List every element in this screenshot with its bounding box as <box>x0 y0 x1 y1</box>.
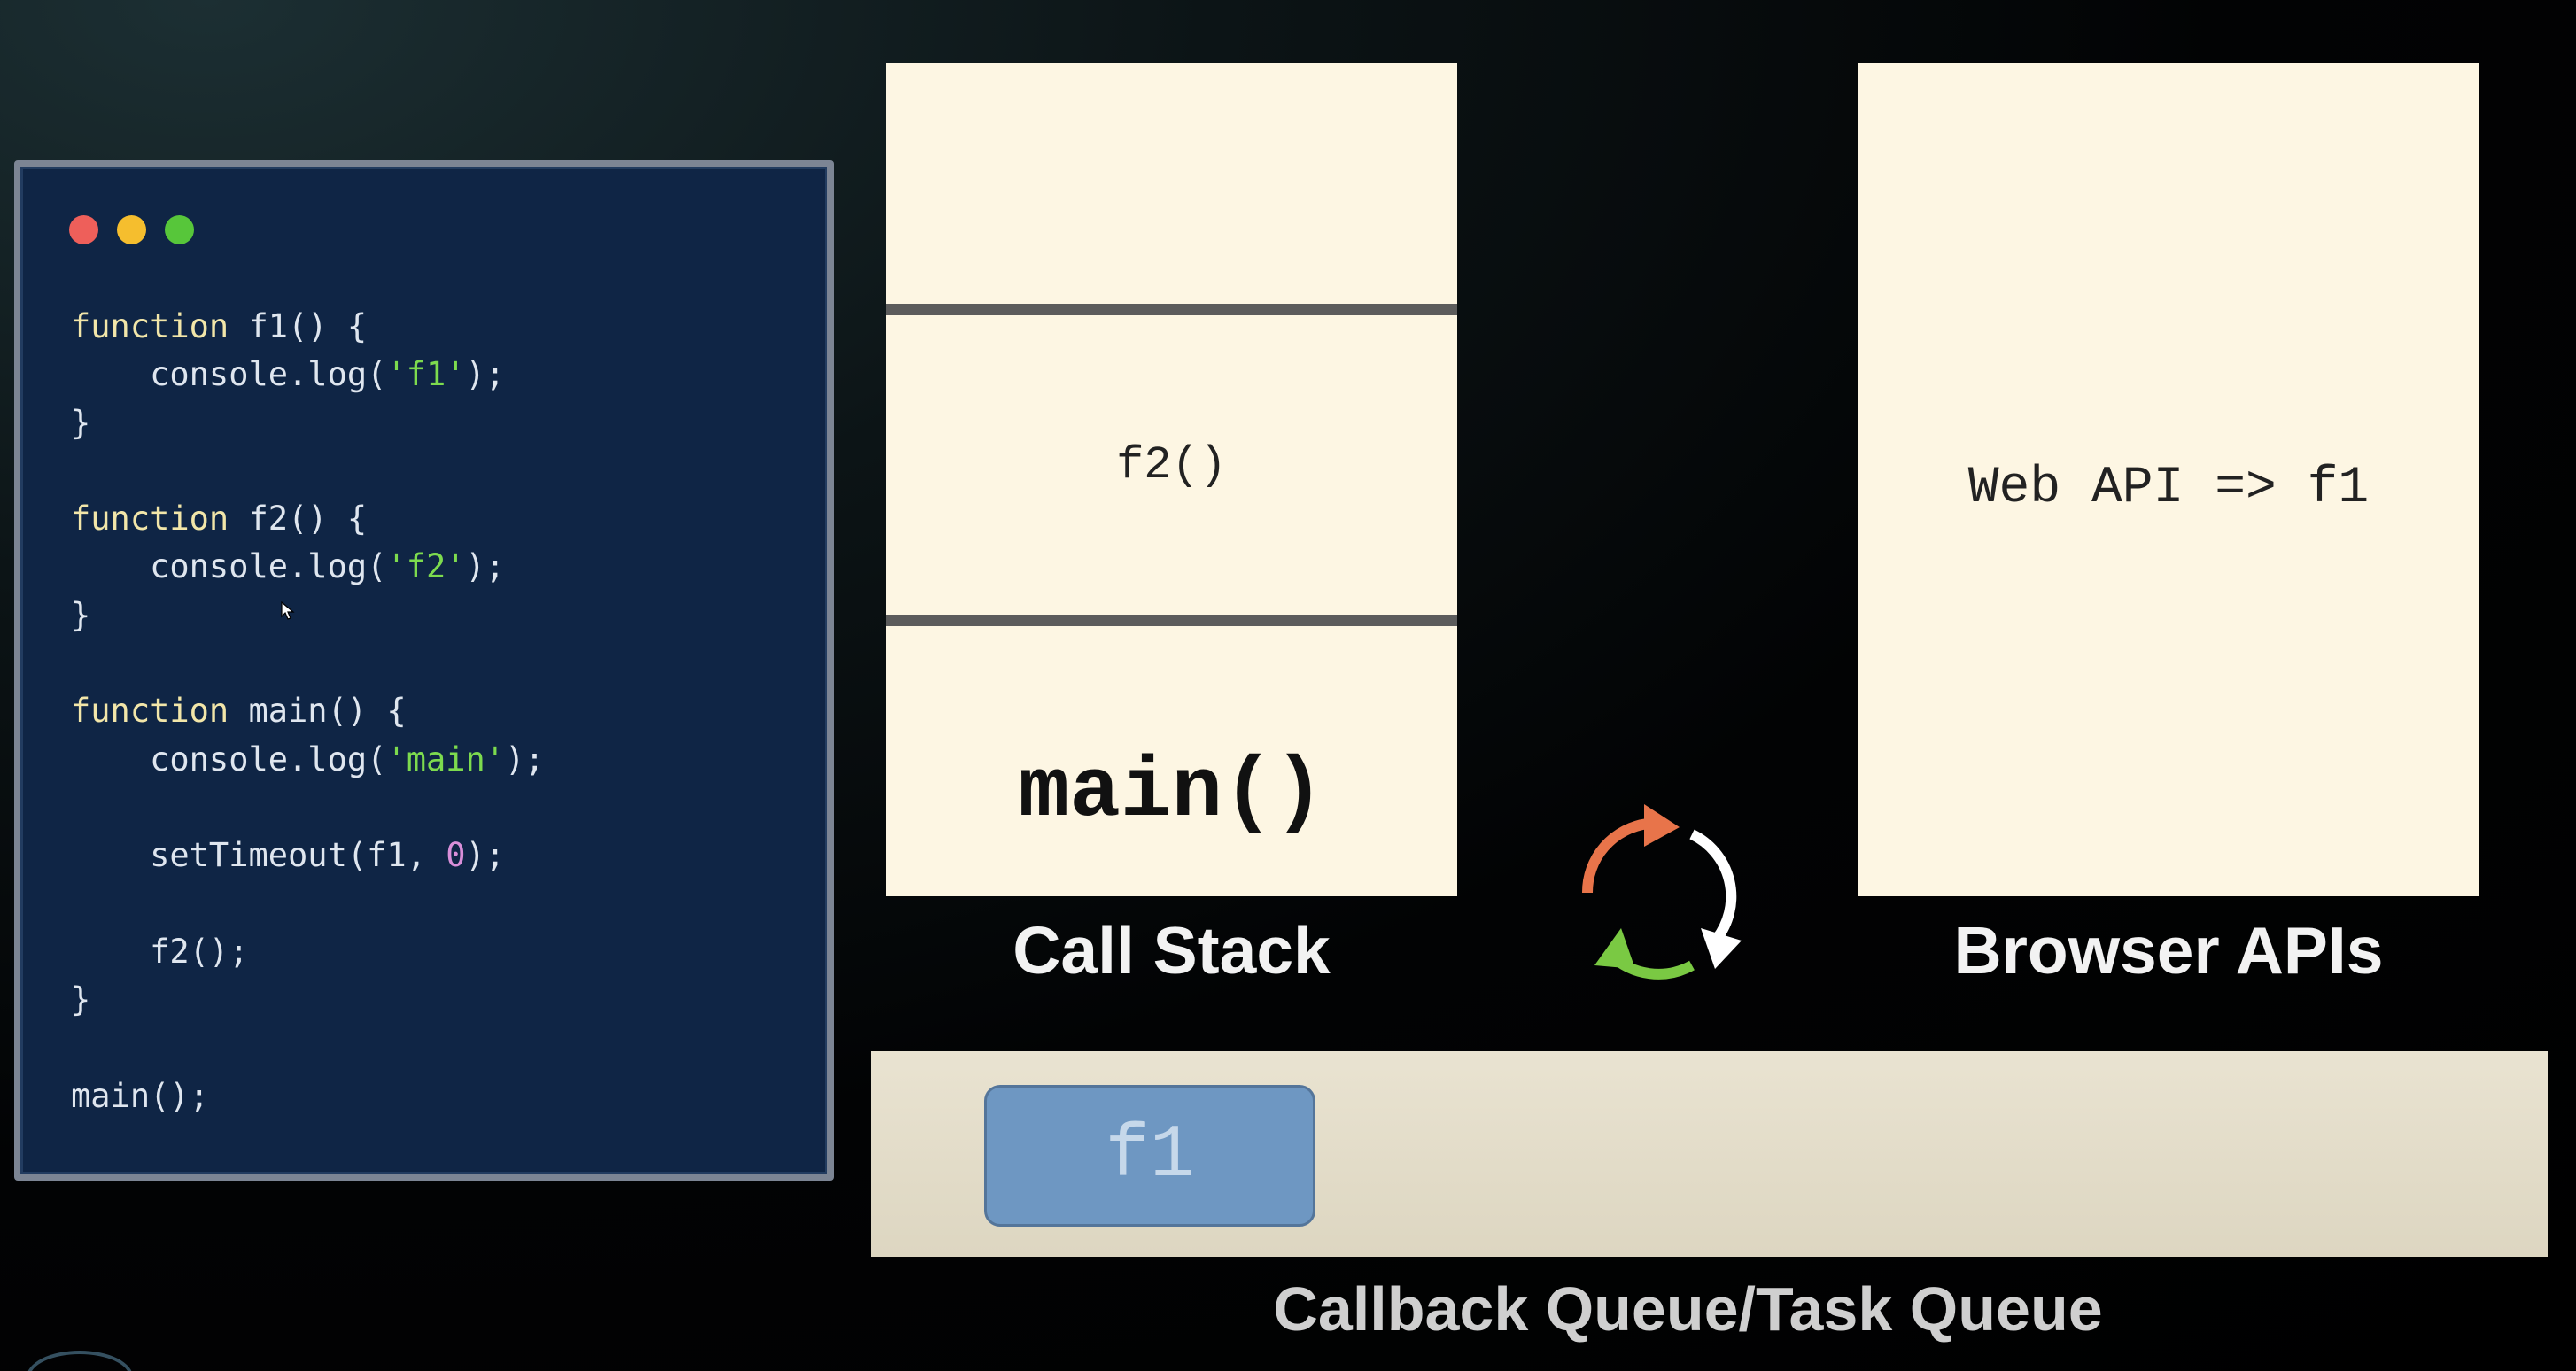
code-line: setTimeout(f1, 0); <box>71 832 545 879</box>
code-line: function main() { <box>71 687 545 735</box>
code-line <box>71 1024 545 1072</box>
stack-frame-f2: f2() <box>1116 438 1227 492</box>
stack-frame-main: main() <box>1018 744 1325 840</box>
code-token: ); <box>505 740 545 778</box>
code-keyword: function <box>71 692 249 731</box>
code-line: console.log('f1'); <box>71 351 545 399</box>
window-controls <box>69 215 194 244</box>
queue-item-f1: f1 <box>984 1085 1315 1227</box>
code-line: console.log('main'); <box>71 736 545 784</box>
mouse-pointer-icon <box>281 601 295 620</box>
code-token: console.log( <box>71 740 387 778</box>
call-stack-panel: f2() main() <box>886 63 1457 896</box>
code-editor-window: function f1() { console.log('f1');}funct… <box>14 160 834 1181</box>
browser-apis-title: Browser APIs <box>1953 913 2384 988</box>
code-token: setTimeout(f1, <box>71 836 446 875</box>
call-stack-title: Call Stack <box>1013 913 1331 988</box>
code-line <box>71 447 545 495</box>
code-keyword: function <box>71 307 249 345</box>
callback-queue-panel: f1 <box>871 1051 2548 1257</box>
code-token: ); <box>465 547 506 586</box>
code-string: 'main' <box>386 740 506 778</box>
stack-frame-empty <box>886 63 1457 304</box>
code-string: 'f2' <box>386 547 466 586</box>
code-line: function f2() { <box>71 495 545 543</box>
code-string: 'f1' <box>386 355 466 394</box>
code-line: } <box>71 976 545 1024</box>
code-token: } <box>71 980 91 1019</box>
callback-queue-title: Callback Queue/Task Queue <box>1273 1274 2103 1344</box>
code-line <box>71 784 545 832</box>
code-token: f1() { <box>248 307 368 345</box>
web-api-entry: Web API => f1 <box>1967 460 2370 517</box>
code-token: f2() { <box>248 500 368 538</box>
corner-decoration <box>27 1351 133 1371</box>
close-window-icon[interactable] <box>69 215 98 244</box>
code-token: console.log( <box>71 547 387 586</box>
code-token: main() { <box>248 692 407 731</box>
code-token: f2(); <box>71 932 249 971</box>
minimize-window-icon[interactable] <box>117 215 146 244</box>
code-line: main(); <box>71 1073 545 1120</box>
stack-divider <box>886 304 1457 315</box>
browser-apis-panel: Web API => f1 <box>1858 63 2479 896</box>
code-token: } <box>71 403 91 442</box>
code-line: } <box>71 592 545 639</box>
code-token: ); <box>465 836 506 875</box>
code-token: } <box>71 595 91 634</box>
code-line <box>71 880 545 928</box>
maximize-window-icon[interactable] <box>165 215 194 244</box>
code-line <box>71 639 545 687</box>
code-block: function f1() { console.log('f1');}funct… <box>71 303 545 1120</box>
code-line: console.log('f2'); <box>71 543 545 591</box>
code-number: 0 <box>446 836 466 875</box>
code-token: ); <box>465 355 506 394</box>
code-token: main(); <box>71 1076 209 1115</box>
code-token: console.log( <box>71 355 387 394</box>
stack-divider <box>886 615 1457 626</box>
event-loop-cycle-icon <box>1581 804 1742 980</box>
code-line: } <box>71 399 545 447</box>
code-line: function f1() { <box>71 303 545 351</box>
code-line: f2(); <box>71 928 545 976</box>
code-keyword: function <box>71 500 249 538</box>
